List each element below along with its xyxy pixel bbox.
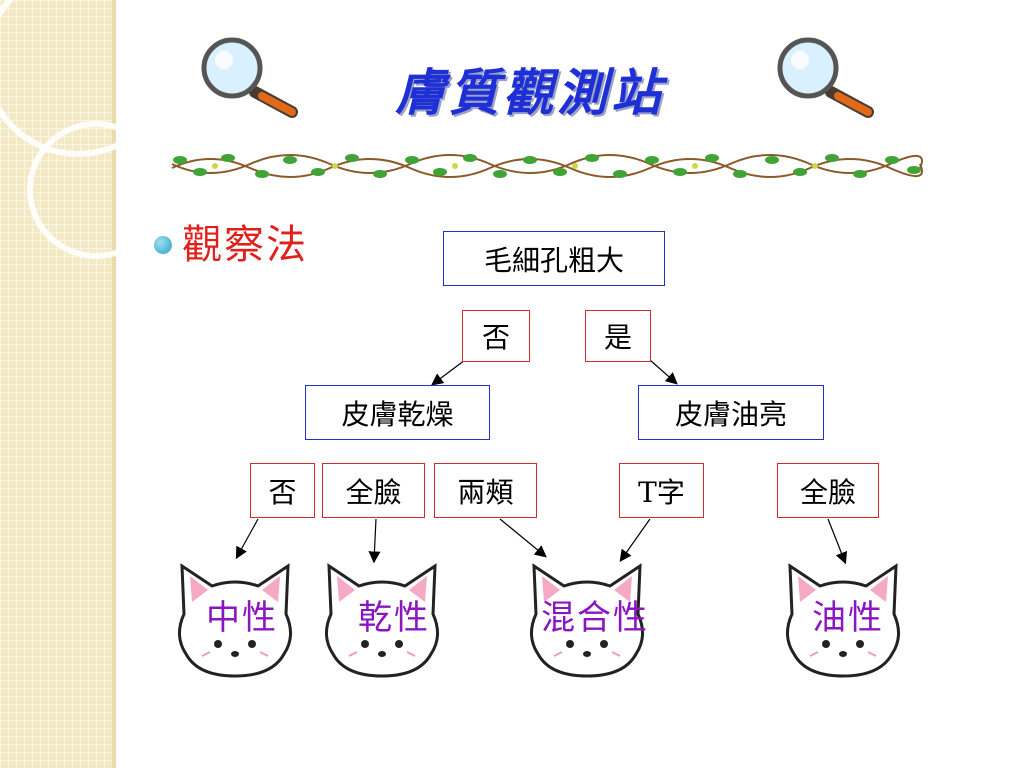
side-decoration-edge <box>112 0 116 768</box>
bullet-dot-icon <box>154 236 172 254</box>
arrow-tzone-to-combination <box>619 518 651 562</box>
magnifier-icon-right <box>777 37 874 118</box>
result-oily: 油性 <box>812 598 884 638</box>
node-large-pores: 毛細孔粗大 <box>443 231 665 286</box>
node-dry-answer-no: 否 <box>250 463 315 518</box>
arrow-cheeks-to-combination <box>499 518 547 558</box>
slide-title: 膚質觀測站 <box>395 63 665 122</box>
vine-divider-icon <box>171 154 923 178</box>
result-neutral: 中性 <box>206 598 278 638</box>
cat-face-icon-oily <box>786 563 900 678</box>
node-oily-whole-face: 全臉 <box>777 463 879 518</box>
node-dry-both-cheeks: 兩頰 <box>434 463 537 518</box>
side-decoration-strip <box>0 0 112 768</box>
node-dry-whole-face: 全臉 <box>322 463 425 518</box>
arrow-to-dry-result <box>368 518 381 564</box>
deco-circle-bottom <box>27 121 165 259</box>
node-oily-t-zone: T字 <box>619 463 704 518</box>
magnifier-icon-left <box>201 37 298 118</box>
arrow-no-to-dry <box>431 359 466 386</box>
arrow-to-oily-result <box>827 518 848 565</box>
node-answer-yes: 是 <box>585 310 651 362</box>
cat-face-icon-dry <box>325 563 439 678</box>
bullet-text: 觀察法 <box>182 222 308 268</box>
cat-face-icon-neutral <box>178 563 292 678</box>
node-answer-no: 否 <box>462 310 530 362</box>
result-combination: 混合性 <box>541 598 649 638</box>
node-dry-skin: 皮膚乾燥 <box>305 385 490 440</box>
result-dry: 乾性 <box>358 598 430 638</box>
deco-circle-top <box>0 0 173 157</box>
node-oily-skin: 皮膚油亮 <box>638 385 824 440</box>
arrow-yes-to-oily <box>649 359 678 385</box>
arrow-to-neutral <box>235 518 259 560</box>
cat-face-icon-combination <box>530 563 644 678</box>
